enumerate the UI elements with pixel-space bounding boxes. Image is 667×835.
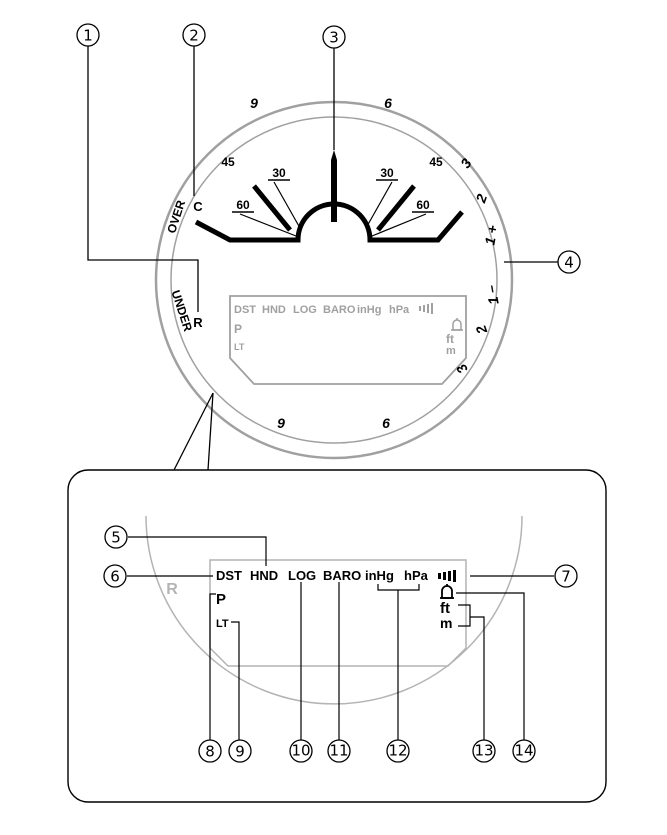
zoom-panel: R DST HND LOG BARO inHg hPa P LT ft m (67, 469, 607, 803)
lcd-p: P (216, 591, 226, 608)
callout-12: 12 (386, 739, 410, 763)
lcd-dst: DST (216, 568, 242, 583)
svg-text:7: 7 (561, 568, 571, 586)
callout-13: 13 (472, 739, 496, 763)
callout-7: 7 (554, 564, 578, 588)
dial-label-60-left: 60 (236, 198, 250, 212)
dial-label-45-right: 45 (429, 155, 443, 169)
lcd-small-ft: ft (446, 332, 454, 346)
lcd-lt: LT (216, 618, 229, 630)
signal-bars-icon (438, 570, 456, 582)
dial-label-30-right: 30 (380, 166, 394, 180)
svg-text:8: 8 (205, 743, 215, 761)
lcd-small-p: P (234, 322, 242, 336)
svg-text:13: 13 (474, 742, 493, 760)
lcd-inhg: inHg (365, 568, 394, 583)
dial-label-30-left: 30 (272, 166, 286, 180)
callout-8: 8 (198, 739, 222, 763)
watch-face: 9 6 45 45 30 30 60 60 3 2 1 + 1 – 2 3 9 … (154, 95, 514, 460)
lcd-small-log: LOG (293, 304, 317, 316)
dial-label-9-bottom: 9 (277, 415, 285, 431)
svg-text:1: 1 (83, 27, 93, 45)
dial-label-2-upper: 2 (472, 192, 490, 206)
callout-14: 14 (512, 739, 536, 763)
svg-text:9: 9 (235, 743, 245, 761)
dial-label-45-left: 45 (221, 155, 235, 169)
zoom-connector (173, 392, 214, 471)
svg-text:4: 4 (564, 254, 574, 272)
lcd-small-hnd: HND (262, 304, 286, 316)
lcd-m: m (440, 615, 452, 631)
lcd-small: DST HND LOG BARO inHg hPa P LT ft m (234, 303, 463, 357)
svg-text:12: 12 (388, 742, 407, 760)
lcd-ft: ft (440, 600, 450, 617)
lcd-log: LOG (288, 568, 316, 583)
signal-bars-icon (419, 303, 433, 314)
lcd-window (229, 295, 467, 385)
callout-5: 5 (104, 525, 128, 549)
dial-label-1-plus: 1 + (481, 224, 500, 246)
callout-6: 6 (103, 564, 127, 588)
top-callout-lines (87, 46, 558, 312)
bell-icon (451, 318, 463, 331)
dial-label-9-top: 9 (250, 95, 258, 111)
lcd-small-dst: DST (234, 304, 256, 316)
dial-label-1-minus: 1 – (482, 284, 501, 306)
dial-label-c: C (193, 199, 203, 214)
callout-3: 3 (322, 25, 346, 49)
dial-label-60-right: 60 (416, 198, 430, 212)
callout-4: 4 (557, 250, 581, 274)
callout-2: 2 (182, 23, 206, 47)
callout-11: 11 (327, 739, 351, 763)
lcd-hnd: HND (250, 568, 278, 583)
lcd-small-inhg: inHg (357, 304, 381, 316)
zoom-callout-lines (127, 536, 554, 740)
lcd-small-m: m (446, 345, 456, 357)
svg-text:3: 3 (329, 29, 339, 47)
zoom-label-r: R (166, 581, 178, 598)
lcd-small-hpa: hPa (389, 304, 410, 316)
lcd-hpa: hPa (404, 568, 429, 583)
callout-9: 9 (228, 739, 252, 763)
dial-label-6-top: 6 (384, 95, 392, 111)
bell-icon (440, 584, 454, 599)
dial-label-under: UNDER (169, 288, 196, 333)
svg-text:10: 10 (291, 742, 310, 760)
dial-label-6-bottom: 6 (382, 415, 390, 431)
svg-text:5: 5 (111, 529, 121, 547)
svg-text:6: 6 (110, 568, 120, 586)
svg-text:11: 11 (329, 742, 348, 760)
callout-1: 1 (76, 23, 100, 47)
lcd-small-lt: LT (234, 342, 245, 352)
horizon-indicator (194, 150, 464, 243)
dial-label-r: R (193, 315, 203, 330)
callout-markers: 1 2 3 4 5 6 7 8 (76, 23, 581, 763)
lcd-small-baro: BARO (323, 304, 356, 316)
callout-10: 10 (289, 739, 313, 763)
lcd-baro: BARO (323, 568, 361, 583)
svg-text:14: 14 (514, 742, 533, 760)
svg-text:2: 2 (189, 27, 199, 45)
